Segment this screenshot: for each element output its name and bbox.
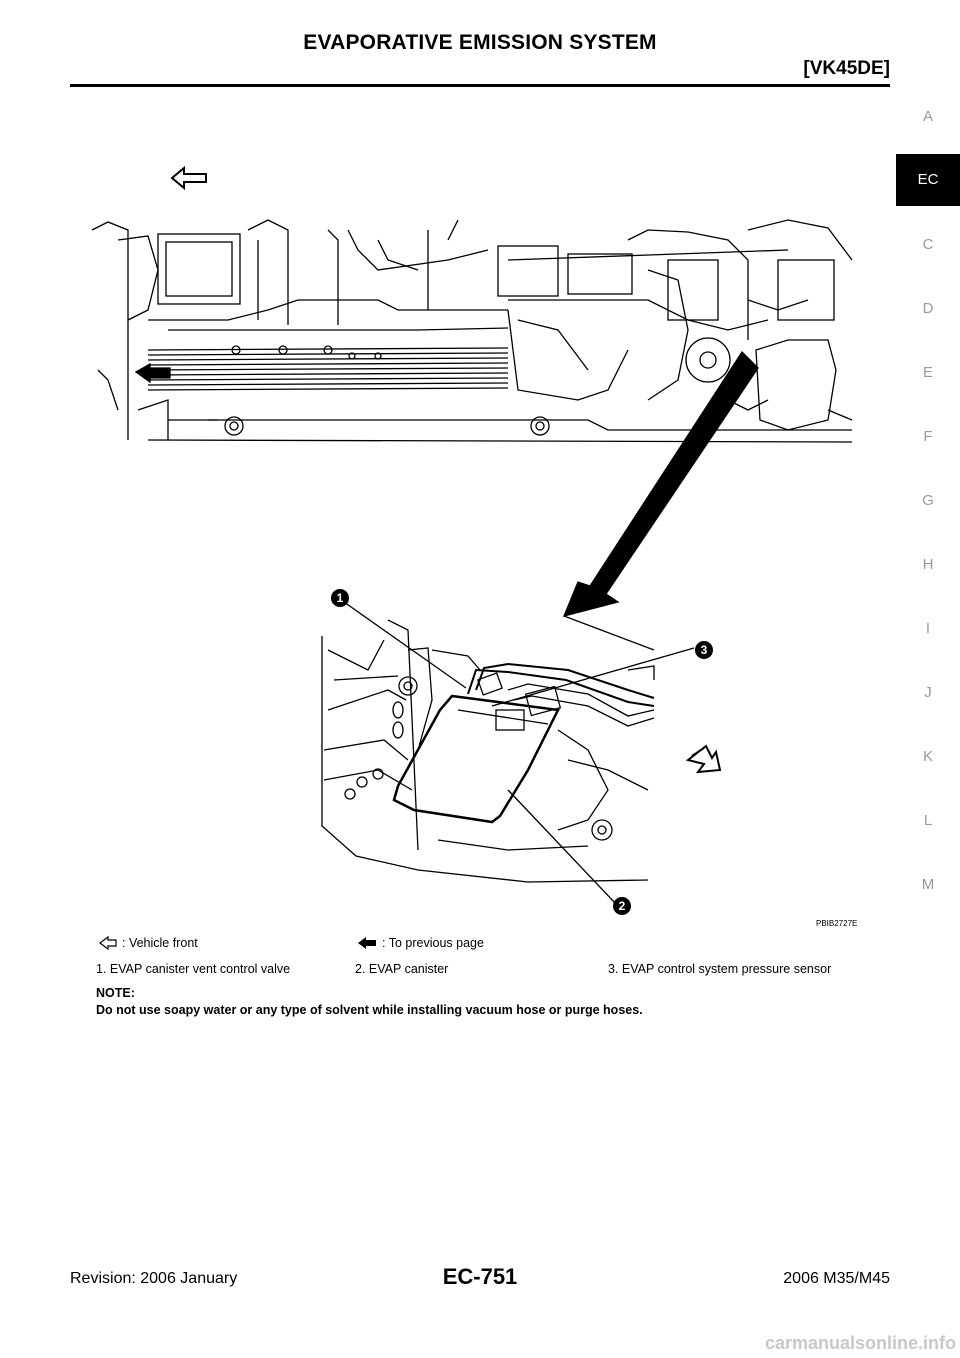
tab-i[interactable]: I: [925, 620, 931, 637]
previous-page-legend-icon: [358, 937, 376, 949]
evap-canister-illustration: 1 3 2: [91, 165, 853, 915]
header-rule: [70, 84, 890, 87]
callout-2: 2: [613, 897, 631, 915]
page-title: EVAPORATIVE EMISSION SYSTEM: [303, 31, 657, 54]
legend-item-1: 1. EVAP canister vent control valve: [96, 962, 291, 976]
previous-page-arrow-icon: [134, 362, 171, 384]
page-number: EC-751: [442, 1264, 518, 1289]
svg-text:3: 3: [701, 643, 708, 657]
legend-item-3: 3. EVAP control system pressure sensor: [608, 962, 832, 976]
figure-id: PBIB2727E: [816, 919, 858, 928]
tab-m[interactable]: M: [921, 876, 935, 893]
svg-text:2: 2: [619, 899, 626, 913]
tab-c[interactable]: C: [922, 236, 934, 253]
tab-f[interactable]: F: [923, 428, 933, 445]
tab-l[interactable]: L: [923, 812, 933, 829]
watermark: carmanualsonline.info: [764, 1333, 956, 1353]
tab-ec[interactable]: EC: [896, 154, 960, 206]
underbody-overview: [91, 219, 853, 443]
tab-d[interactable]: D: [922, 300, 934, 317]
revision-date: Revision: 2006 January: [70, 1270, 238, 1287]
note-heading: NOTE:: [96, 986, 135, 1000]
tab-h[interactable]: H: [922, 556, 934, 573]
callout-1: 1: [331, 589, 349, 607]
tab-j[interactable]: J: [924, 684, 932, 701]
tab-k[interactable]: K: [922, 748, 933, 765]
tab-e[interactable]: E: [922, 364, 933, 381]
engine-code: [VK45DE]: [803, 58, 890, 79]
tab-g[interactable]: G: [922, 492, 934, 509]
svg-text:1: 1: [337, 591, 344, 605]
section-tabs: A EC C D E F G H I J K L M: [896, 100, 960, 900]
model-year: 2006 M35/M45: [783, 1270, 890, 1287]
callout-3: 3: [695, 641, 713, 659]
evap-canister-detail: [321, 601, 695, 905]
legend-item-2: 2. EVAP canister: [355, 962, 449, 976]
vehicle-front-arrow-detail-icon: [685, 744, 722, 774]
tab-a[interactable]: A: [922, 108, 933, 125]
note-text: Do not use soapy water or any type of so…: [96, 1003, 643, 1017]
legend-previous-page[interactable]: : To previous page: [382, 936, 484, 950]
vehicle-front-arrow-icon: [170, 165, 207, 191]
legend-vehicle-front: : Vehicle front: [122, 936, 198, 950]
vehicle-front-legend-icon: [99, 936, 117, 950]
